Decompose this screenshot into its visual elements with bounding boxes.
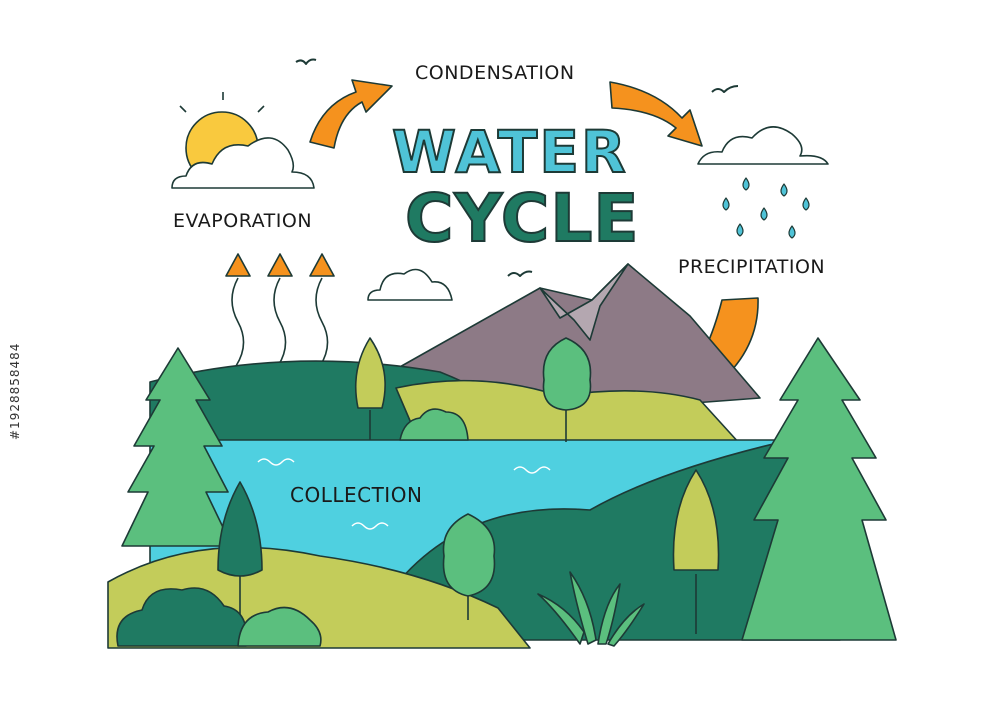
label-precipitation: PRECIPITATION [678, 256, 826, 278]
bird-icon [711, 85, 739, 93]
tree-round-green-front [442, 513, 496, 620]
label-collection: COLLECTION [290, 483, 423, 507]
tree-yellow-small [354, 337, 386, 440]
mountain-highlight [539, 263, 629, 341]
arrow-to-condensation-icon [309, 79, 393, 149]
pine-tree-right [741, 337, 897, 641]
tree-yellow-tall [672, 469, 720, 634]
bird-icon [295, 58, 317, 65]
water-ripples [257, 458, 551, 530]
bush-green-front [237, 606, 322, 647]
tree-round-green [542, 337, 592, 442]
small-cloud-icon [367, 268, 453, 301]
title-cycle: CYCLE [404, 179, 640, 258]
arrow-to-precipitation-icon [609, 81, 703, 147]
bush [399, 408, 469, 441]
plant-leaves [537, 571, 645, 647]
title-water: WATER [391, 117, 628, 187]
evaporation-arrowhead-icon [309, 253, 335, 277]
bush-dark-front [116, 587, 248, 647]
bird-icon [507, 270, 533, 277]
stock-id: #1928858484 [8, 342, 22, 440]
cloud-icon [171, 137, 315, 189]
pine-tree-left [121, 347, 233, 547]
tree-dark-tall [217, 481, 263, 620]
label-evaporation: EVAPORATION [173, 210, 313, 232]
evaporation-arrowhead-icon [267, 253, 293, 277]
rain-drops-icon [722, 177, 810, 239]
rain-cloud-icon [697, 126, 829, 165]
label-condensation: CONDENSATION [415, 62, 575, 84]
evaporation-arrowhead-icon [225, 253, 251, 277]
